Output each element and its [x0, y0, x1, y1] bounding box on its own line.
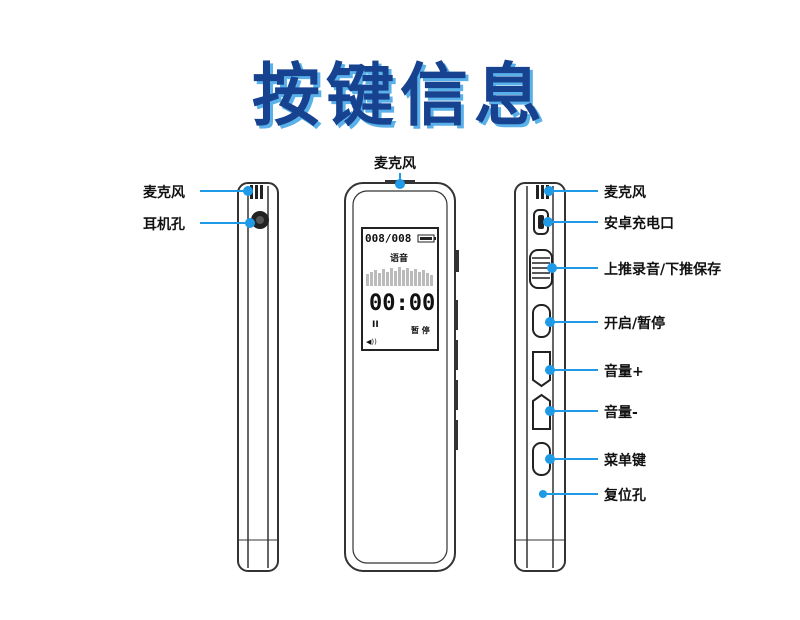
screen-time: 00:00 [369, 291, 435, 316]
dot-icon [545, 454, 555, 464]
screen-status: 暂 停 [411, 325, 430, 335]
dot-icon [395, 179, 405, 189]
dot-icon [243, 186, 253, 196]
dot-icon [543, 217, 553, 227]
label-charge-port: 安卓充电口 [604, 216, 674, 232]
label-play-pause: 开启/暂停 [604, 316, 666, 332]
screen-mode: 语音 [390, 252, 408, 264]
screen-counter: 008/008 [365, 232, 411, 245]
label-earphone-jack: 耳机孔 [143, 217, 185, 233]
dot-icon [545, 406, 555, 416]
label-reset: 复位孔 [604, 488, 646, 504]
front-view [344, 180, 459, 572]
label-volume-up: 音量+ [604, 364, 644, 380]
record-switch [529, 249, 553, 289]
dot-icon [539, 490, 547, 498]
label-menu: 菜单键 [604, 453, 646, 469]
label-top-mic: 麦克风 [374, 156, 416, 172]
earphone-jack [251, 211, 269, 229]
label-right-mic: 麦克风 [604, 185, 646, 201]
right-side-view [514, 182, 566, 572]
page-title: 按键信息 [251, 57, 548, 136]
dot-icon [245, 218, 255, 228]
equalizer [366, 267, 433, 286]
dot-icon [545, 365, 555, 375]
dot-icon [544, 186, 554, 196]
volume-glyph: ◀)) [366, 338, 377, 346]
dot-icon [547, 263, 557, 273]
label-volume-down: 音量- [604, 405, 638, 421]
battery-icon [417, 234, 436, 243]
volume-up-button [532, 351, 551, 388]
label-left-mic: 麦克风 [143, 185, 185, 201]
dot-icon [545, 317, 555, 327]
label-record-switch: 上推录音/下推保存 [604, 262, 722, 278]
pause-glyph: II [372, 320, 379, 330]
left-side-view [237, 182, 279, 572]
